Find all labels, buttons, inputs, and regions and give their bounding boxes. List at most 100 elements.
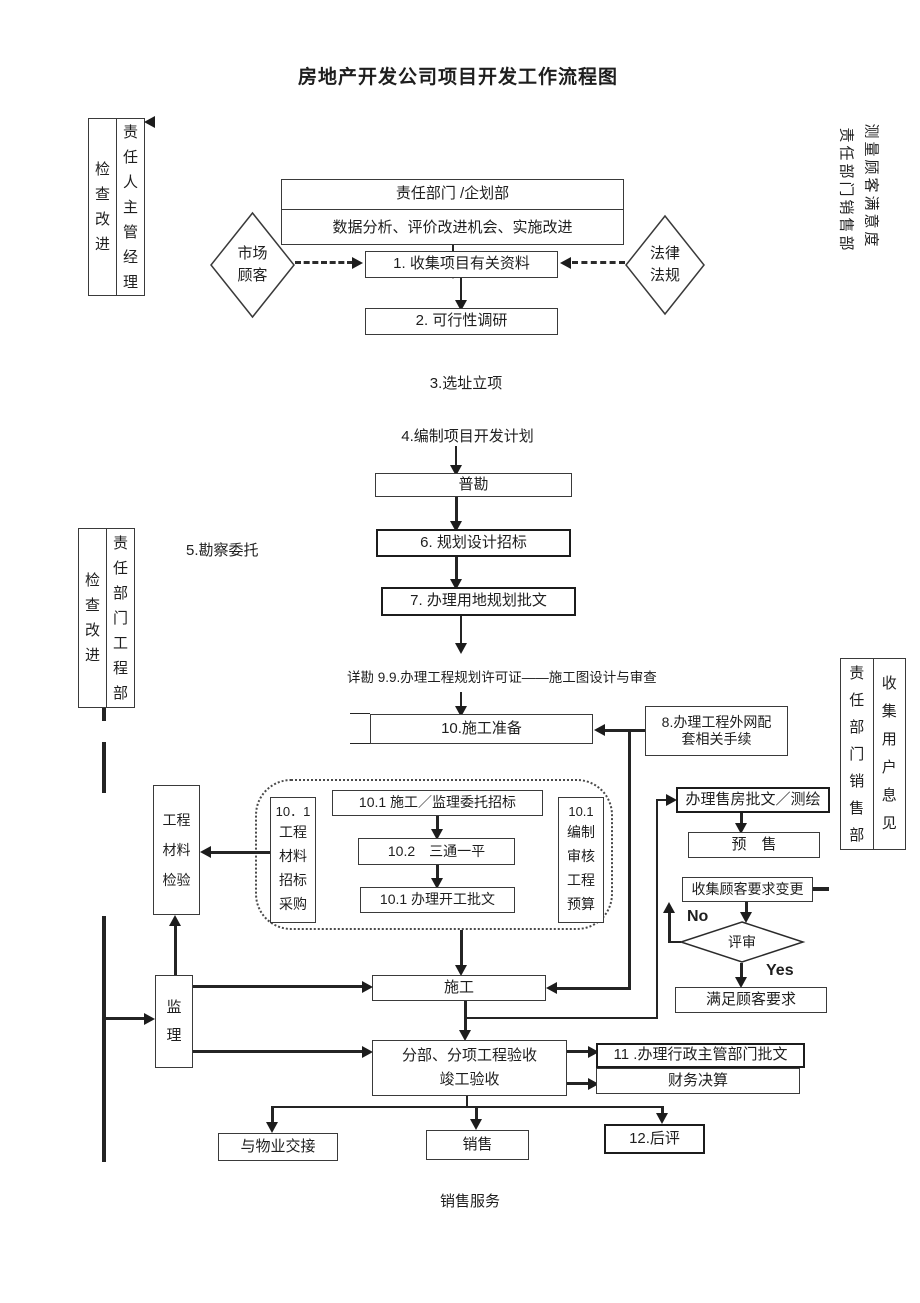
connector: [661, 1106, 664, 1117]
connector: [193, 985, 365, 988]
budget-number: 10.1: [568, 803, 594, 819]
law-diamond-label: 法律 法规: [625, 215, 705, 315]
connector: [813, 887, 829, 891]
left-spine: [102, 916, 106, 1162]
acceptance-line1: 分部、分项工程验收: [401, 1047, 537, 1064]
node-step7: 7. 办理用地规划批文: [381, 587, 576, 616]
step10-label: 10.施工准备: [441, 719, 522, 737]
arrowhead: [455, 643, 467, 654]
node-presale: 预 售: [688, 832, 820, 858]
review-diamond-label: 评审: [680, 921, 804, 963]
sidebar-col-role: 责任部门工程部: [106, 529, 134, 707]
dept-header-title: 责任部门 /企划部: [282, 179, 623, 210]
satisfy-label: 满足顾客要求: [705, 990, 796, 1008]
node-material-test: 工程材料检验: [153, 785, 200, 915]
collect-change-label: 收集顾客要求变更: [691, 880, 804, 897]
arrowhead: [169, 915, 181, 926]
node-satisfy: 满足顾客要求: [675, 987, 827, 1013]
node-survey: 普勘: [375, 473, 572, 497]
dept-header-body: 数据分析、评价改进机会、实施改进: [332, 219, 573, 236]
market-diamond-shape: [210, 211, 295, 319]
step5-label: 5.勘察委托: [186, 542, 259, 559]
market-line2: 顾客: [237, 267, 268, 284]
arrowhead: [588, 1078, 599, 1090]
step11-label: 11 .办理行政主管部门批文: [613, 1046, 788, 1064]
node-acceptance: 分部、分项工程验收 竣工验收: [372, 1040, 567, 1096]
construction-label: 施工: [443, 978, 474, 996]
arrowhead: [546, 982, 557, 994]
arrowhead: [450, 465, 462, 476]
node-property-handover: 与物业交接: [218, 1133, 338, 1161]
node-collect-change: 收集顾客要求变更: [682, 877, 813, 902]
connector: [656, 799, 658, 1019]
connector: [208, 851, 270, 854]
no-label: No: [687, 908, 709, 925]
arrowhead: [200, 846, 211, 858]
connector: [174, 924, 177, 975]
node-step11: 11 .办理行政主管部门批文: [596, 1043, 805, 1068]
material-bid-text: 工程材料招标采购: [279, 824, 307, 913]
arrowhead: [560, 257, 571, 269]
connector: [628, 730, 631, 989]
sidebar-col-role: 责任部门销售部: [841, 659, 873, 849]
connector: [460, 930, 463, 970]
connector: [602, 729, 645, 732]
connector: [567, 1050, 592, 1053]
sidebar-col-check: 检查改进: [89, 119, 116, 295]
arrowhead: [735, 823, 747, 834]
sidebar-col-check: 检查改进: [79, 529, 106, 707]
node-step12: 12.后评: [604, 1124, 705, 1154]
review-label: 评审: [728, 934, 756, 950]
arrowhead: [431, 829, 443, 840]
construction-prep-group: [255, 779, 613, 930]
arrowhead: [450, 521, 462, 532]
connector: [460, 616, 462, 646]
node-sales: 销售: [426, 1130, 529, 1160]
arrowhead: [450, 579, 462, 590]
sales-service-label: 销售服务: [440, 1193, 501, 1210]
node-step1: 1. 收集项目有关资料: [365, 251, 558, 278]
corner-arrow-icon: [144, 116, 155, 128]
left-spine: [102, 742, 106, 793]
arrowhead: [459, 1030, 471, 1041]
step12-label: 12.后评: [629, 1129, 680, 1147]
connector: [656, 799, 668, 801]
connector: [465, 1017, 658, 1019]
node-supervision: 监理: [155, 975, 193, 1068]
connector: [553, 987, 631, 990]
arrowhead: [666, 794, 677, 806]
node-budget: 10.1 编制审核工程预算: [558, 797, 604, 923]
connector: [350, 713, 370, 714]
material-bid-number: 10．1: [275, 803, 311, 819]
connector: [436, 865, 439, 882]
step4-label: 4.编制项目开发计划: [401, 428, 534, 445]
connector: [668, 910, 671, 942]
sales-permit-label: 办理售房批文／测绘: [685, 790, 821, 808]
arrowhead: [362, 1046, 373, 1058]
arrowhead: [431, 878, 443, 889]
arrowhead: [455, 300, 467, 311]
engineering-role-text: 责任部门工程部: [112, 534, 128, 702]
market-diamond-label: 市场 顾客: [210, 212, 295, 318]
presale-label: 预 售: [731, 835, 777, 853]
arrowhead: [740, 912, 752, 923]
market-line1: 市场: [237, 245, 268, 262]
connector: [350, 743, 370, 744]
arrowhead: [352, 257, 363, 269]
rotated-caption-measure: 测量顾客满意度: [862, 123, 880, 250]
connector: [460, 692, 462, 710]
connector: [740, 963, 743, 981]
connector: [272, 1106, 663, 1108]
step7-label: 7. 办理用地规划批文: [410, 592, 547, 610]
law-diamond-shape: [625, 214, 705, 316]
arrowhead: [594, 724, 605, 736]
property-handover-label: 与物业交接: [240, 1137, 316, 1155]
step3-label: 3.选址立项: [429, 375, 503, 392]
acceptance-line2: 竣工验收: [439, 1071, 500, 1088]
node-kaigong: 10.1 办理开工批文: [360, 887, 515, 913]
connector: [455, 446, 457, 468]
sidebar-check-improve-manager: 检查改进 责任人主管经理: [88, 118, 145, 296]
node-step2: 2. 可行性调研: [365, 308, 558, 335]
node-santong: 10.2 三通一平: [358, 838, 515, 865]
arrowhead: [455, 706, 467, 717]
